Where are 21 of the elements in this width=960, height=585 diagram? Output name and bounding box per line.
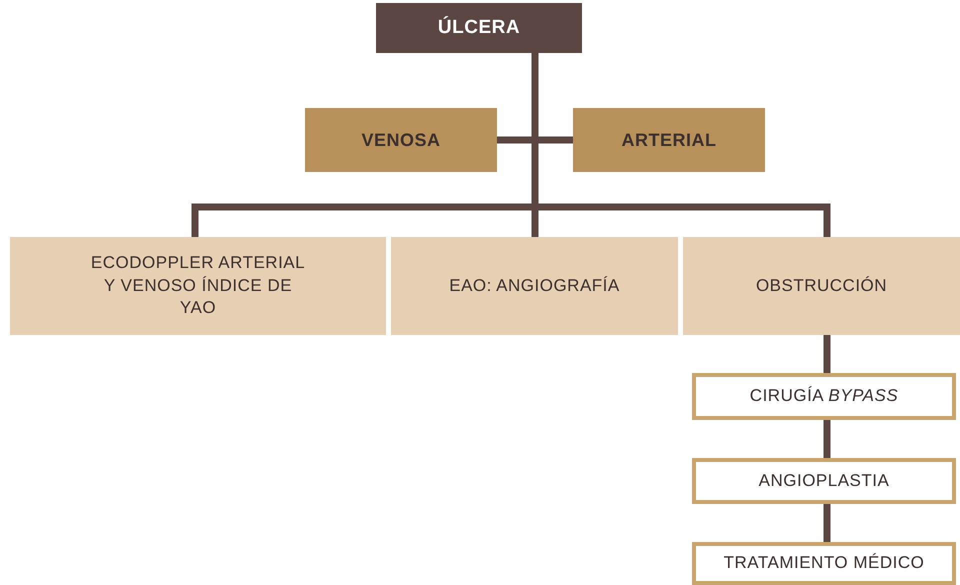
root-box xyxy=(376,3,582,53)
node-label: EAO: ANGIOGRAFÍA xyxy=(449,274,620,297)
connector-line xyxy=(824,420,830,458)
connector-line xyxy=(824,335,830,373)
process-box xyxy=(683,237,960,335)
node-label: CIRUGÍA BYPASS xyxy=(750,385,898,408)
connector-line xyxy=(824,504,830,542)
treatment-box xyxy=(692,373,956,420)
process-box xyxy=(10,237,386,335)
category-box xyxy=(573,108,765,172)
node-label: ARTERIAL xyxy=(622,128,716,152)
category-box xyxy=(305,108,497,172)
treatment-box xyxy=(692,458,956,504)
node-label: ÚLCERA xyxy=(438,15,520,40)
process-box xyxy=(391,237,678,335)
node-label: OBSTRUCCIÓN xyxy=(756,274,888,297)
node-label: ANGIOPLASTIA xyxy=(758,470,890,492)
treatment-box xyxy=(692,542,956,585)
node-label: TRATAMIENTO MÉDICO xyxy=(724,552,924,574)
node-label: ECODOPPLER ARTERIAL Y VENOSO ÍNDICE DE YAO xyxy=(90,252,306,320)
node-label: VENOSA xyxy=(361,128,441,152)
